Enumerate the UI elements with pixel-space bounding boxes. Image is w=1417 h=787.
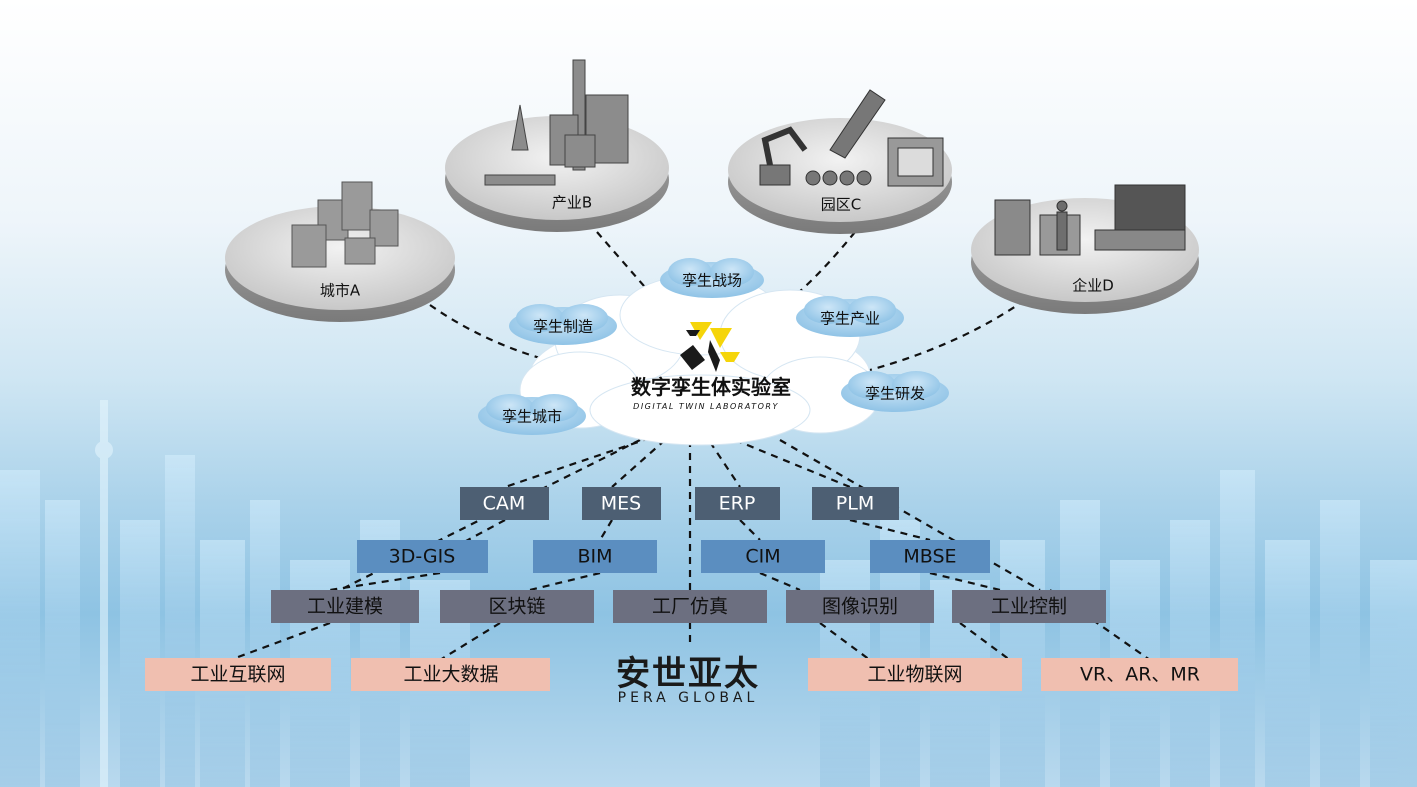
cloud-label-city: 孪生城市 <box>502 408 562 426</box>
svg-text:3D-GIS: 3D-GIS <box>389 546 456 568</box>
central-cloud[interactable]: 数字孪生体实验室 DIGITAL TWIN LABORATORY <box>519 274 881 446</box>
tech-row-3: 工业建模 区块链 工厂仿真 图像识别 工业控制 <box>271 590 1106 623</box>
svg-text:工厂仿真: 工厂仿真 <box>652 596 728 618</box>
tech-box-bim[interactable]: BIM <box>533 540 657 573</box>
tech-box-cim[interactable]: CIM <box>701 540 825 573</box>
tech-box-erp[interactable]: ERP <box>695 487 780 520</box>
tech-box-industrial-modeling[interactable]: 工业建模 <box>271 590 419 623</box>
buildings-icon <box>291 181 399 268</box>
svg-text:PLM: PLM <box>836 493 874 515</box>
tech-row-1: CAM MES ERP PLM <box>460 487 899 520</box>
node-label-enterprise: 企业D <box>1072 277 1114 295</box>
cloud-label-industry: 孪生产业 <box>820 310 880 328</box>
tech-box-3d-gis[interactable]: 3D-GIS <box>357 540 488 573</box>
svg-text:CAM: CAM <box>483 493 526 515</box>
cloud-battlefield[interactable]: 孪生战场 <box>660 258 764 298</box>
brand-logo: 安世亚太 PERA GLOBAL <box>616 654 760 706</box>
tech-box-mes[interactable]: MES <box>582 487 661 520</box>
connector-lines <box>229 231 1151 662</box>
svg-text:工业互联网: 工业互联网 <box>190 664 285 686</box>
cloud-manufacturing[interactable]: 孪生制造 <box>509 304 617 345</box>
svg-text:工业控制: 工业控制 <box>991 596 1067 618</box>
node-label-park: 园区C <box>821 196 861 214</box>
cloud-label-manufacturing: 孪生制造 <box>533 318 593 336</box>
svg-text:BIM: BIM <box>577 546 612 568</box>
robot-arm-icon <box>759 89 944 187</box>
tech-box-mbse[interactable]: MBSE <box>870 540 990 573</box>
svg-text:MBSE: MBSE <box>903 546 956 568</box>
lab-subtitle: DIGITAL TWIN LABORATORY <box>633 402 779 411</box>
cloud-city[interactable]: 孪生城市 <box>478 394 586 435</box>
lab-title: 数字孪生体实验室 <box>631 375 791 399</box>
brand-english: PERA GLOBAL <box>618 690 759 706</box>
svg-text:工业建模: 工业建模 <box>307 596 383 618</box>
tech-box-plm[interactable]: PLM <box>812 487 899 520</box>
tech-row-2: 3D-GIS BIM CIM MBSE <box>357 540 990 573</box>
factory-icon <box>484 59 629 186</box>
svg-text:MES: MES <box>601 493 641 515</box>
tech-box-blockchain[interactable]: 区块链 <box>440 590 594 623</box>
node-city[interactable]: 城市A <box>225 181 455 322</box>
tech-row-4: 工业互联网 工业大数据 工业物联网 VR、AR、MR <box>145 658 1238 691</box>
svg-text:ERP: ERP <box>719 493 756 515</box>
svg-text:区块链: 区块链 <box>488 596 545 618</box>
node-label-city: 城市A <box>320 282 361 300</box>
cloud-label-battlefield: 孪生战场 <box>682 272 742 290</box>
svg-text:工业物联网: 工业物联网 <box>867 664 962 686</box>
tech-box-industrial-control[interactable]: 工业控制 <box>952 590 1106 623</box>
tech-box-factory-simulation[interactable]: 工厂仿真 <box>613 590 767 623</box>
node-park[interactable]: 园区C <box>728 89 952 234</box>
node-industry[interactable]: 产业B <box>445 59 669 232</box>
cloud-rnd[interactable]: 孪生研发 <box>841 371 949 412</box>
lab-logo-icon <box>680 322 740 372</box>
svg-text:VR、AR、MR: VR、AR、MR <box>1080 664 1200 686</box>
tech-box-image-recognition[interactable]: 图像识别 <box>786 590 934 623</box>
cloud-industry[interactable]: 孪生产业 <box>796 296 904 337</box>
svg-text:图像识别: 图像识别 <box>822 596 898 618</box>
tech-box-industrial-iot[interactable]: 工业物联网 <box>808 658 1022 691</box>
node-label-industry: 产业B <box>552 194 592 212</box>
tech-box-industrial-big-data[interactable]: 工业大数据 <box>351 658 550 691</box>
production-line-icon <box>994 184 1186 256</box>
node-enterprise[interactable]: 企业D <box>971 184 1199 314</box>
cloud-label-rnd: 孪生研发 <box>865 385 925 403</box>
brand-name: 安世亚太 <box>616 654 760 694</box>
svg-text:工业大数据: 工业大数据 <box>403 664 498 686</box>
tech-box-cam[interactable]: CAM <box>460 487 549 520</box>
svg-text:CIM: CIM <box>745 546 780 568</box>
tech-box-industrial-internet[interactable]: 工业互联网 <box>145 658 331 691</box>
tech-box-vr-ar-mr[interactable]: VR、AR、MR <box>1041 658 1238 691</box>
